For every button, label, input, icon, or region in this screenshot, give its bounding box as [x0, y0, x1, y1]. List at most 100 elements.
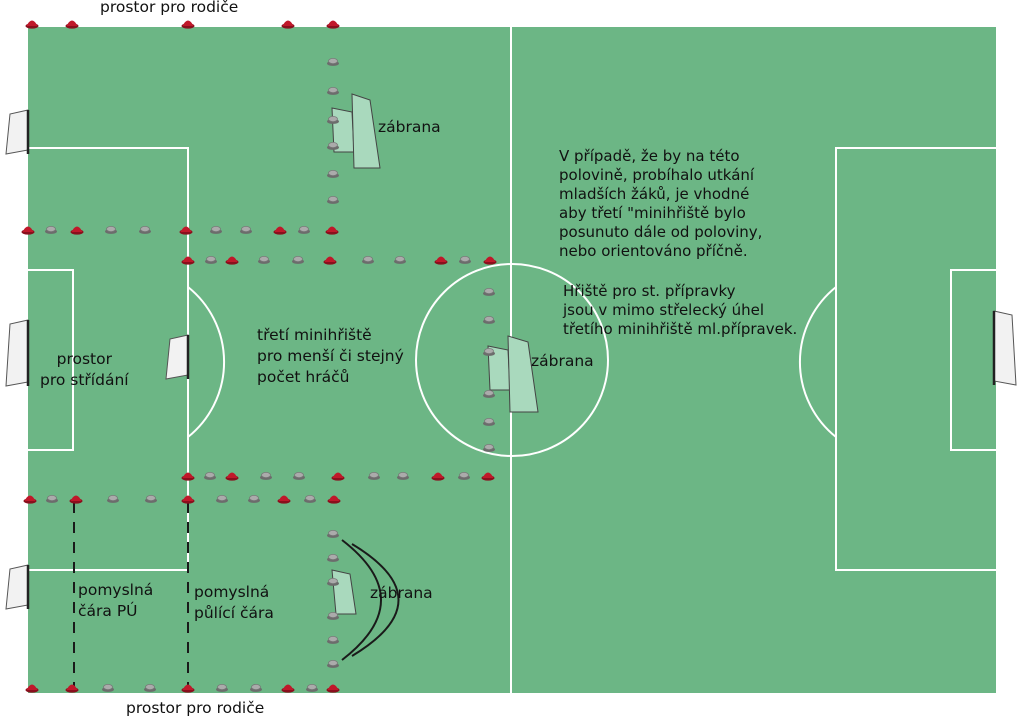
cone-minipitch-top-8-top [435, 256, 447, 262]
cone-lower-row-0-top [24, 495, 36, 501]
cone-upper-column-1-top [328, 87, 338, 94]
cone-minipitch-top-10-top [484, 256, 496, 262]
cone-bottom-edge-1 [65, 684, 79, 693]
cone-lower-column-4 [327, 636, 339, 644]
barrier-center-large [507, 335, 539, 413]
cone-minipitch-bottom-6 [368, 471, 380, 480]
centre-circle [415, 263, 609, 457]
cone-bottom-edge-8 [306, 684, 318, 692]
cone-lower-row-0 [23, 495, 37, 504]
cone-upper-row-9 [298, 225, 310, 234]
cone-minipitch-bottom-1 [204, 471, 216, 480]
cone-bottom-edge-7-top [282, 684, 294, 690]
cone-center-column-3 [483, 389, 495, 398]
goal-left-main [5, 319, 30, 387]
cone-bottom-edge-3-top [145, 684, 155, 691]
cone-lower-column-0 [327, 530, 339, 538]
cone-upper-column-5-top [328, 195, 338, 202]
parents-area-label-bottom: prostor pro rodiče [126, 699, 265, 717]
cone-bottom-edge-5-top [217, 684, 227, 691]
cone-lower-row-8-top [278, 495, 290, 501]
cone-minipitch-bottom-9-top [459, 471, 469, 478]
cone-bottom-edge-9 [326, 684, 340, 693]
left-goal-area [28, 269, 74, 451]
cone-upper-row-4 [139, 225, 151, 234]
cone-upper-column-2-top [328, 116, 338, 123]
barrier-bottom [331, 569, 357, 615]
cone-upper-row-6 [210, 225, 222, 234]
cone-lower-row-3-top [108, 494, 118, 501]
cone-upper-row-3 [105, 225, 117, 234]
cone-center-column-3-top [484, 389, 494, 396]
cone-bottom-edge-1-top [66, 684, 78, 690]
cone-bottom-edge-0-top [26, 684, 38, 690]
cone-upper-column-4 [327, 169, 339, 178]
cone-top-edge-3-top [282, 20, 294, 26]
cone-minipitch-bottom-1-top [205, 471, 215, 478]
barrier-label-bottom: zábrana [370, 584, 433, 602]
cone-upper-row-1 [45, 225, 57, 234]
cone-center-column-2-top [484, 347, 494, 354]
cone-minipitch-top-7-top [395, 255, 405, 262]
cone-lower-row-4-top [146, 494, 156, 501]
cone-bottom-edge-0 [25, 684, 39, 693]
cone-upper-row-6-top [211, 225, 221, 232]
cone-lower-column-1-top [328, 554, 338, 561]
cone-minipitch-top-0 [181, 256, 195, 265]
cone-lower-row-5-top [182, 495, 194, 501]
cone-minipitch-top-5-top [324, 256, 336, 262]
cone-upper-row-7 [240, 225, 252, 234]
goal-left-minipitch-net [165, 334, 189, 380]
right-goal-area [950, 269, 996, 451]
goal-left-bottom-net [5, 564, 29, 610]
cone-lower-column-2-top [328, 578, 338, 585]
cone-lower-row-5 [181, 495, 195, 504]
cone-minipitch-bottom-3 [260, 471, 272, 480]
cone-bottom-edge-2 [102, 684, 114, 692]
cone-minipitch-top-6 [362, 255, 374, 264]
goal-left-bottom [5, 564, 30, 610]
cone-upper-column-5 [327, 195, 339, 204]
barrier-label-center: zábrana [531, 352, 594, 370]
cone-minipitch-top-3-top [259, 255, 269, 262]
cone-lower-row-8 [277, 495, 291, 504]
cone-upper-row-0-top [22, 226, 34, 232]
cone-center-column-1-top [484, 315, 494, 322]
cone-upper-row-5 [179, 226, 193, 235]
cone-lower-row-10-top [328, 495, 340, 501]
cone-upper-row-5-top [180, 226, 192, 232]
cone-minipitch-top-4-top [293, 255, 303, 262]
cone-minipitch-top-3 [258, 255, 270, 264]
left-penalty-arc [187, 286, 226, 438]
cone-minipitch-bottom-2 [225, 472, 239, 481]
cone-upper-row-0 [21, 226, 35, 235]
right-penalty-area [835, 147, 996, 571]
cone-upper-column-0 [327, 58, 339, 66]
cone-upper-column-0-top [328, 58, 338, 65]
cone-bottom-edge-5 [216, 684, 228, 692]
cone-bottom-edge-9-top [327, 684, 339, 690]
cone-minipitch-top-2-top [226, 256, 238, 262]
cone-top-edge-3 [281, 20, 295, 29]
cone-minipitch-bottom-0-top [182, 472, 194, 478]
cone-lower-column-1 [327, 554, 339, 562]
goal-left-top [5, 109, 30, 155]
cone-minipitch-bottom-10-top [482, 472, 494, 478]
third-minipitch-label: třetí minihřiště pro menší či stejný poč… [257, 326, 404, 386]
cone-minipitch-top-2 [225, 256, 239, 265]
cone-upper-column-3 [327, 141, 339, 150]
cone-upper-row-9-top [299, 225, 309, 232]
cone-top-edge-4 [326, 20, 340, 29]
cone-minipitch-top-10 [483, 256, 497, 265]
cone-lower-column-2 [327, 578, 339, 586]
barrier-bottom-arc-outer [351, 543, 400, 657]
cone-bottom-edge-7 [281, 684, 295, 693]
cone-bottom-edge-6 [250, 684, 262, 692]
barrier-bottom-arc-inner [341, 539, 382, 661]
cone-minipitch-bottom-7 [397, 471, 409, 480]
cone-minipitch-top-1 [205, 255, 217, 264]
cone-lower-row-1-top [47, 494, 57, 501]
goal-right-main [992, 310, 1017, 386]
cone-top-edge-1-top [66, 20, 78, 26]
cone-bottom-edge-6-top [251, 684, 261, 691]
